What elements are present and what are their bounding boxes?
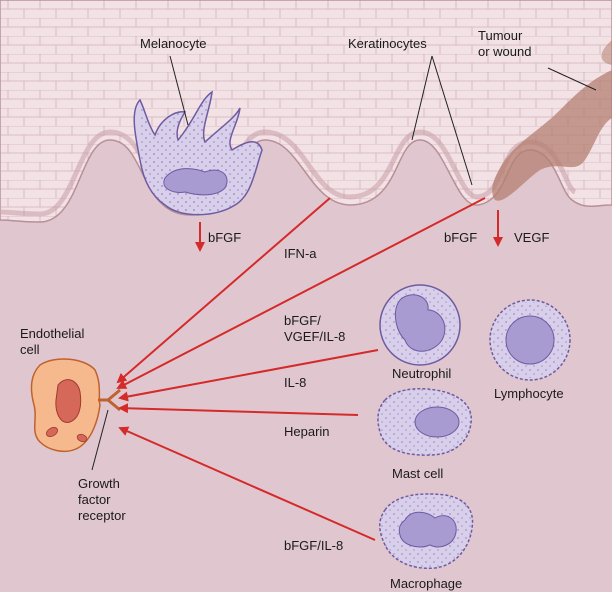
ifn-arrow [116, 197, 331, 384]
label-endothelial-2: cell [20, 342, 40, 357]
label-bfgf-right: bFGF [444, 230, 477, 245]
keratinocyte-callout-2 [431, 55, 473, 186]
macrophage-cell [379, 493, 474, 569]
label-vegf: VEGF [514, 230, 549, 245]
endothelial-cell [30, 358, 121, 453]
lymphocyte-cell [489, 299, 571, 381]
label-bfgf-il8: bFGF/IL-8 [284, 538, 343, 553]
label-bfgf-vgef-1: bFGF/ [284, 313, 321, 328]
heparin-arrow [118, 403, 359, 416]
label-tumour-1: Tumour [478, 28, 523, 43]
label-neutrophil: Neutrophil [392, 366, 451, 381]
mast-cell [377, 388, 472, 456]
label-heparin: Heparin [284, 424, 330, 439]
label-lymphocyte: Lymphocyte [494, 386, 564, 401]
neutrophil-arrow [118, 349, 379, 402]
tumour-patch [601, 40, 612, 65]
label-endothelial-1: Endothelial [20, 326, 84, 341]
label-il8: IL-8 [284, 375, 306, 390]
tumour-callout [547, 67, 597, 91]
label-tumour-2: or wound [478, 44, 531, 59]
tumour-area [492, 70, 612, 201]
label-receptor-3: receptor [78, 508, 126, 523]
label-ifn: IFN-a [284, 246, 317, 261]
label-mast-cell: Mast cell [392, 466, 443, 481]
keratinocyte-callout-1 [411, 55, 433, 141]
label-macrophage: Macrophage [390, 576, 462, 591]
label-bfgf-left: bFGF [208, 230, 241, 245]
label-receptor-1: Growth [78, 476, 120, 491]
macrophage-arrow [118, 426, 376, 541]
receptor-callout [91, 409, 109, 471]
label-bfgf-vgef-2: VGEF/IL-8 [284, 329, 345, 344]
label-melanocyte: Melanocyte [140, 36, 206, 51]
label-receptor-2: factor [78, 492, 111, 507]
label-keratinocytes: Keratinocytes [348, 36, 427, 51]
melanocyte-callout [169, 55, 189, 126]
keratinocyte-bfgf-vegf-arrow [116, 197, 486, 389]
neutrophil-cell [379, 284, 461, 366]
